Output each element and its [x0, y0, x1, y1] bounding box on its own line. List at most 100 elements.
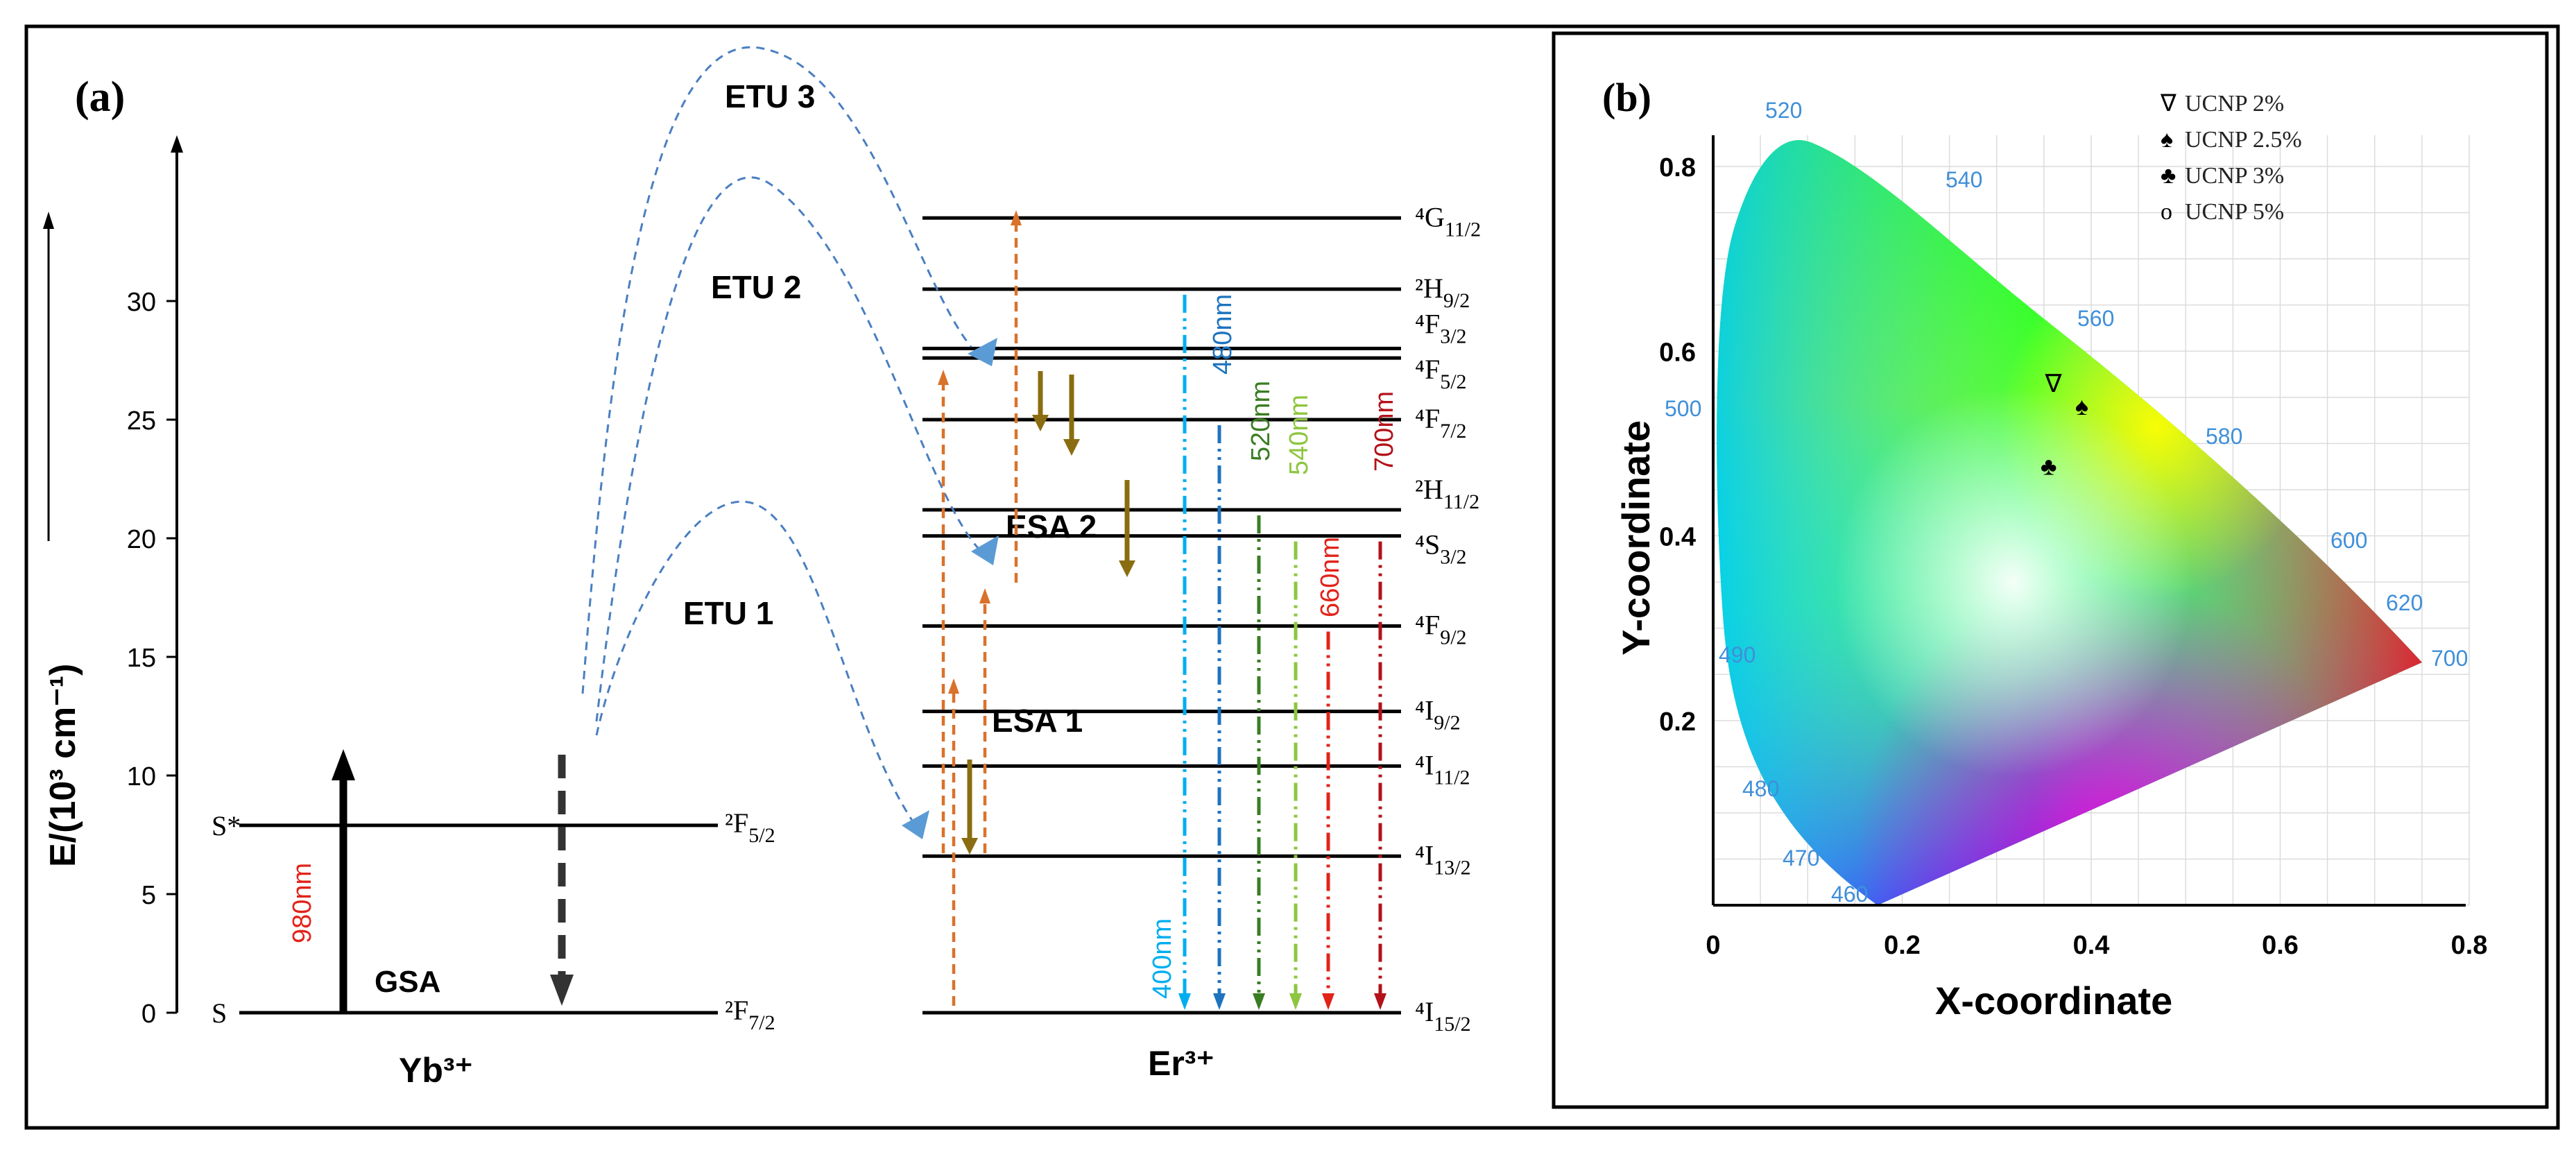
etu-curves — [581, 46, 979, 826]
term-subscript: 5/2 — [748, 824, 775, 847]
cie-data-point: ∇ — [2044, 370, 2062, 397]
cie-horseshoe — [1717, 139, 2422, 906]
cie-x-tick-label: 0 — [1706, 931, 1720, 960]
term-symbol: ²H — [1415, 474, 1443, 505]
legend-marker: ∇ — [2160, 91, 2176, 117]
y-tick-label: 10 — [127, 762, 156, 791]
legend-marker: ♣ — [2161, 163, 2176, 189]
er-term-label: ⁴S3/2 — [1415, 529, 1467, 569]
wavelength-label: 700 — [2431, 646, 2468, 671]
cie-data-point: ♣ — [2041, 453, 2057, 481]
legend-label: UCNP 5% — [2185, 199, 2284, 225]
er-term-label: ⁴F9/2 — [1415, 610, 1467, 649]
y-axis-arrowhead — [171, 135, 183, 153]
er-ion-label: Er³⁺ — [1148, 1044, 1214, 1083]
term-subscript: 5/2 — [1440, 370, 1466, 393]
cie-y-tick-label: 0.6 — [1659, 338, 1696, 367]
term-symbol: ⁴F — [1415, 354, 1440, 385]
yb-ion-label: Yb³⁺ — [399, 1051, 473, 1090]
cie-y-tick-label: 0.8 — [1659, 153, 1696, 182]
figure-frame — [24, 24, 2560, 1130]
relaxation-arrowheads — [961, 415, 1135, 855]
cie-data-points: ∇ ♠ ♣ — [2041, 370, 2088, 481]
term-subscript: 3/2 — [1440, 546, 1466, 569]
cie-y-tick-label: 0.4 — [1659, 523, 1696, 552]
er-term-label: ²H9/2 — [1415, 273, 1470, 312]
term-subscript: 13/2 — [1434, 856, 1470, 879]
emission-wavelength-label: 700nm — [1370, 391, 1399, 472]
etu3-curve — [581, 46, 972, 694]
cie-data-point: ♠ — [2075, 393, 2088, 420]
emission-wavelength-label: 540nm — [1285, 395, 1314, 475]
gsa-label: GSA — [375, 965, 440, 999]
legend-label: UCNP 2.5% — [2185, 127, 2302, 153]
esa2-label: ESA 2 — [1006, 508, 1097, 545]
y-tick-label: 15 — [127, 644, 156, 673]
relax-head-1 — [961, 838, 978, 855]
er-term-label: ⁴G11/2 — [1415, 201, 1481, 241]
etu1-arrowhead — [902, 810, 929, 839]
etu1-curve — [595, 500, 917, 826]
er-term-label: ²H11/2 — [1415, 474, 1479, 513]
legend-label: UCNP 3% — [2185, 163, 2284, 189]
etu2-arrowhead — [971, 535, 999, 565]
panel-a-label: (a) — [75, 74, 125, 121]
term-symbol: ⁴I — [1415, 996, 1434, 1027]
etu2-label: ETU 2 — [711, 269, 801, 305]
relax-head-3 — [1063, 439, 1080, 456]
cie-y-tick-label: 0.2 — [1659, 708, 1696, 737]
cie-x-tick-label: 0.2 — [1884, 931, 1921, 960]
horseshoe-white — [1717, 139, 2422, 906]
wavelength-label: 490 — [1719, 642, 1755, 667]
cie-x-tick-label: 0.8 — [2451, 931, 2488, 960]
term-subscript: 7/2 — [1440, 420, 1466, 443]
wavelength-label: 460 — [1831, 882, 1868, 907]
yb-state-label: S* — [212, 810, 241, 841]
cie-y-ticks: 0.2 0.4 0.6 0.8 — [1659, 153, 1696, 737]
yb-term-label: ²F7/2 — [725, 995, 775, 1034]
y-tick-label: 20 — [127, 525, 156, 554]
er-levels: ⁴I15/2⁴I13/2⁴I11/2⁴I9/2⁴F9/2⁴S3/2²H11/2⁴… — [922, 201, 1481, 1036]
term-subscript: 11/2 — [1434, 766, 1470, 789]
esa1-label: ESA 1 — [992, 703, 1083, 739]
legend-label: UCNP 2% — [2185, 91, 2284, 117]
term-subscript: 9/2 — [1440, 626, 1466, 649]
term-subscript: 9/2 — [1443, 289, 1470, 312]
legend-marker: o — [2161, 199, 2172, 225]
panel-b-label: (b) — [1602, 75, 1651, 120]
etu1-label: ETU 1 — [683, 595, 773, 631]
y-tick-label: 30 — [127, 288, 156, 317]
term-symbol: ⁴I — [1415, 749, 1434, 780]
wavelength-label: 560 — [2077, 306, 2114, 331]
er-term-label: ⁴F5/2 — [1415, 354, 1467, 393]
wavelength-label: 500 — [1665, 396, 1701, 421]
relax-head-2 — [1032, 415, 1049, 431]
emission-arrowhead — [1289, 993, 1302, 1010]
emission-wavelength-label: 660nm — [1316, 537, 1345, 617]
er-term-label: ⁴I9/2 — [1415, 695, 1461, 735]
excitation-arrows — [941, 218, 1018, 1006]
term-subscript: 7/2 — [748, 1011, 775, 1034]
er-term-label: ⁴F7/2 — [1415, 403, 1467, 443]
exc-head-4 — [1011, 210, 1022, 225]
emission-wavelength-label: 400nm — [1148, 918, 1177, 999]
y-tick-label: 5 — [141, 881, 156, 910]
term-symbol: ⁴S — [1415, 529, 1440, 560]
panel-b-frame — [1552, 31, 2549, 1109]
cie-x-tick-label: 0.6 — [2262, 931, 2299, 960]
term-subscript: 11/2 — [1443, 490, 1479, 513]
er-term-label: ⁴I11/2 — [1415, 749, 1470, 789]
term-symbol: ⁴G — [1415, 201, 1445, 232]
wavelength-label: 540 — [1946, 167, 1982, 192]
emission-arrowhead — [1213, 993, 1226, 1010]
er-term-label: ⁴I13/2 — [1415, 839, 1471, 879]
energy-direction-arrowhead — [43, 212, 54, 229]
absorption-wavelength-label: 980nm — [288, 863, 317, 943]
etu3-arrowhead — [968, 338, 997, 366]
wavelength-label: 520 — [1765, 98, 1802, 123]
